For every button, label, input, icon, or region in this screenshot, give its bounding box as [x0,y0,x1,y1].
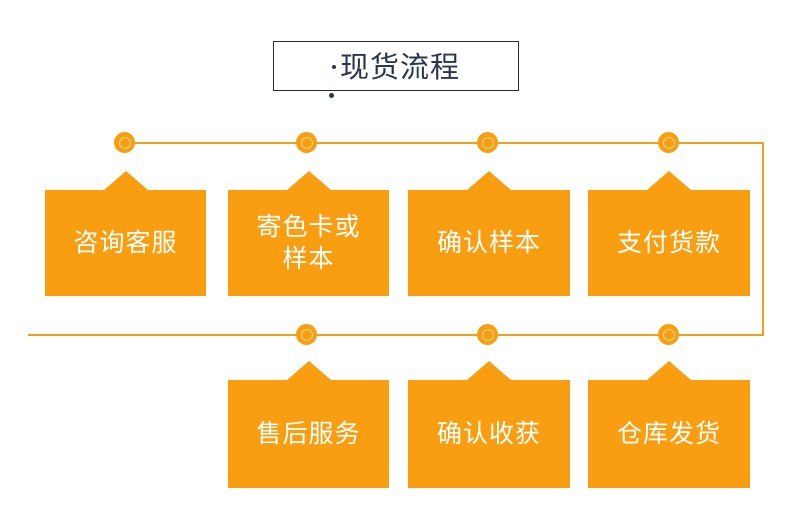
card-pointer-icon [286,171,331,190]
connector-line-right [762,142,764,336]
card-pointer-icon [467,361,511,380]
node-marker-step-3 [477,132,498,153]
node-marker-step-4 [658,132,679,153]
flow-card-step-4[interactable]: 支付货款 [588,171,750,296]
flow-card-step-1[interactable]: 咨询客服 [45,171,206,296]
flow-card-label: 咨询客服 [73,228,178,257]
node-marker-step-2 [296,132,317,153]
title-box: 现货流程 [273,41,519,91]
card-pointer-icon [647,171,691,190]
flow-card-label: 售后服务 [256,419,361,448]
title-bullet-dot [331,65,336,69]
title-inner: 现货流程 [331,44,460,86]
flow-card-step-6[interactable]: 确认收获 [408,361,570,488]
connector-line-top [125,142,764,144]
flow-card-label: 支付货款 [616,228,721,257]
page-title: 现货流程 [339,50,460,84]
flow-card-step-3[interactable]: 确认样本 [408,171,570,296]
flow-card-label: 确认样本 [436,228,541,257]
title-sub-dot [329,93,334,98]
card-pointer-icon [103,171,148,190]
flow-card-step-5[interactable]: 仓库发货 [588,361,750,488]
flow-card-label: 确认收获 [436,419,541,448]
node-marker-step-6 [477,324,498,345]
node-marker-step-5 [658,324,679,345]
flow-card-label: 仓库发货 [616,419,721,448]
flow-card-step-7[interactable]: 售后服务 [228,361,389,488]
card-pointer-icon [467,171,511,190]
node-marker-step-1 [114,132,135,153]
connector-line-bottom [28,334,764,336]
card-pointer-icon [286,361,331,380]
card-pointer-icon [647,361,691,380]
flow-card-step-2[interactable]: 寄色卡或 样本 [228,171,389,296]
node-marker-step-7 [296,324,317,345]
flow-card-label: 寄色卡或 样本 [256,212,361,273]
